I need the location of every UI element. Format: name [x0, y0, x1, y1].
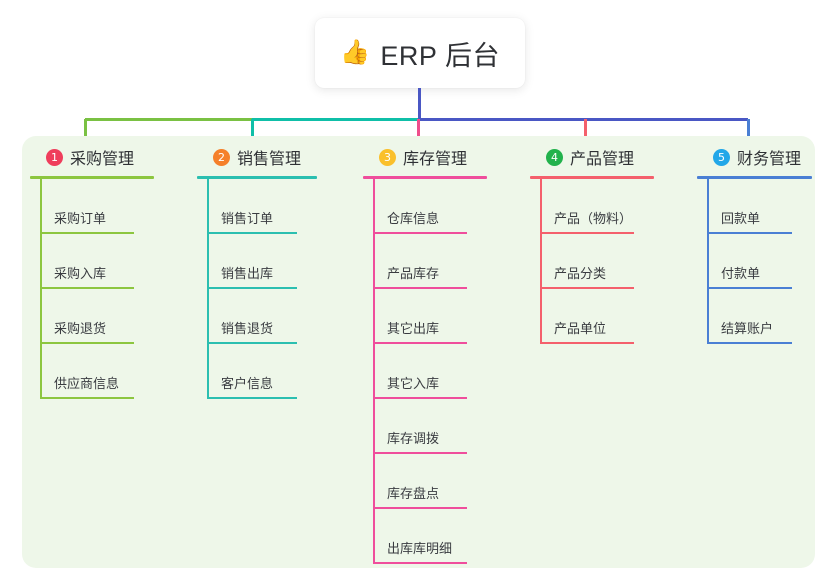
leaf-item-label[interactable]: 仓库信息 — [387, 211, 440, 226]
branch-spine — [707, 178, 709, 344]
branch-spine — [373, 178, 375, 564]
leaf-item-label[interactable]: 客户信息 — [221, 376, 274, 391]
branch-column-3: 3 库存管理仓库信息产品库存其它出库其它入库库存调拨库存盘点出库库明细 — [363, 136, 515, 568]
branch-header-rule — [530, 176, 654, 179]
leaf-item-rule — [707, 287, 792, 289]
branch-column-4: 4 产品管理产品（物料） 产品分类产品单位 — [530, 136, 682, 568]
branch-title: 产品管理 — [570, 151, 635, 168]
branch-number-badge: 3 — [379, 148, 396, 166]
branch-header-rule — [30, 176, 154, 179]
branch-column-1: 1 采购管理采购订单采购入库采购退货供应商信息 — [30, 136, 182, 568]
branch-number-badge: 1 — [46, 148, 63, 166]
leaf-item-label[interactable]: 产品（物料） — [554, 211, 633, 226]
leaf-item-rule — [207, 397, 297, 399]
branch-number-badge: 5 — [713, 148, 730, 166]
leaf-item-label[interactable]: 其它入库 — [387, 376, 440, 391]
leaf-item-label[interactable]: 产品库存 — [387, 266, 440, 281]
branches-panel: 1 采购管理采购订单采购入库采购退货供应商信息 2 销售管理销售订单销售出库销售退货客… — [22, 136, 815, 568]
leaf-item-label[interactable]: 库存盘点 — [387, 486, 440, 501]
leaf-item-label[interactable]: 结算账户 — [721, 321, 774, 336]
leaf-item-rule — [540, 287, 634, 289]
leaf-item-rule — [373, 452, 467, 454]
leaf-item-label[interactable]: 采购退货 — [54, 321, 107, 336]
leaf-item-rule — [373, 507, 467, 509]
leaf-item-rule — [373, 232, 467, 234]
branch-header-2[interactable]: 2 销售管理 — [213, 145, 301, 169]
thumbs-up-icon: 👍 — [340, 39, 371, 66]
branch-spine — [540, 178, 542, 344]
leaf-item-rule — [207, 342, 297, 344]
leaf-item-label[interactable]: 销售订单 — [221, 211, 274, 226]
branch-header-3[interactable]: 3 库存管理 — [379, 145, 467, 169]
leaf-item-rule — [707, 342, 792, 344]
leaf-item-label[interactable]: 销售出库 — [221, 266, 274, 281]
branch-title: 采购管理 — [70, 151, 135, 168]
leaf-item-label[interactable]: 供应商信息 — [54, 376, 120, 391]
leaf-item-rule — [373, 562, 467, 564]
branch-header-rule — [197, 176, 317, 179]
branch-column-2: 2 销售管理销售订单销售出库销售退货客户信息 — [197, 136, 345, 568]
leaf-item-label[interactable]: 出库库明细 — [387, 541, 453, 556]
leaf-item-label[interactable]: 库存调拨 — [387, 431, 440, 446]
leaf-item-label[interactable]: 回款单 — [721, 211, 761, 226]
branch-number-badge: 4 — [546, 148, 563, 166]
leaf-item-rule — [40, 397, 134, 399]
branch-header-1[interactable]: 1 采购管理 — [46, 145, 134, 169]
branch-title: 库存管理 — [403, 151, 468, 168]
leaf-item-rule — [40, 232, 134, 234]
branch-title: 财务管理 — [737, 151, 802, 168]
leaf-item-rule — [373, 287, 467, 289]
leaf-item-rule — [40, 287, 134, 289]
leaf-item-rule — [40, 342, 134, 344]
branch-number-badge: 2 — [213, 148, 230, 166]
root-node-card[interactable]: 👍 ERP 后台 — [315, 18, 525, 88]
leaf-item-rule — [207, 287, 297, 289]
leaf-item-rule — [373, 342, 467, 344]
leaf-item-label[interactable]: 采购订单 — [54, 211, 107, 226]
leaf-item-rule — [707, 232, 792, 234]
branch-title: 销售管理 — [237, 151, 302, 168]
leaf-item-rule — [373, 397, 467, 399]
root-node-label: ERP 后台 — [380, 40, 500, 71]
leaf-item-rule — [540, 232, 634, 234]
branch-header-rule — [363, 176, 487, 179]
leaf-item-label[interactable]: 产品分类 — [554, 266, 607, 281]
leaf-item-label[interactable]: 付款单 — [721, 266, 761, 281]
leaf-item-label[interactable]: 销售退货 — [221, 321, 274, 336]
branch-column-5: 5 财务管理回款单付款单结算账户 — [697, 136, 839, 568]
leaf-item-rule — [207, 232, 297, 234]
branch-header-4[interactable]: 4 产品管理 — [546, 145, 634, 169]
leaf-item-label[interactable]: 其它出库 — [387, 321, 440, 336]
leaf-item-label[interactable]: 产品单位 — [554, 321, 607, 336]
branch-header-rule — [697, 176, 812, 179]
leaf-item-rule — [540, 342, 634, 344]
branch-header-5[interactable]: 5 财务管理 — [713, 145, 801, 169]
leaf-item-label[interactable]: 采购入库 — [54, 266, 107, 281]
root-node-title: 👍 ERP 后台 — [340, 34, 500, 73]
